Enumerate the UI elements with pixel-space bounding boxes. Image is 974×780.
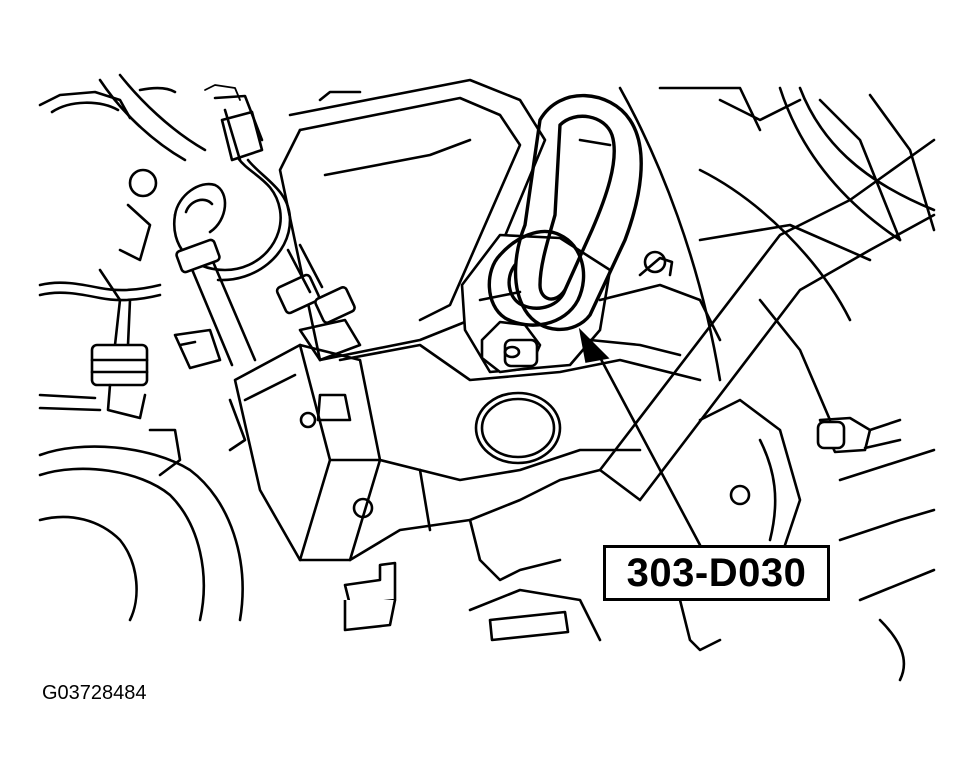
- lower-block-center: [468, 588, 602, 642]
- figure-id: G03728484: [42, 682, 147, 704]
- cylinder-head-casting: [338, 343, 702, 582]
- lifting-hook-chain-link: [487, 93, 643, 332]
- right-frame-structure: [588, 86, 936, 422]
- vertical-rod: [175, 238, 257, 367]
- mounting-bracket: [228, 343, 382, 562]
- left-wiring: [38, 268, 162, 347]
- tool-number-label: 303-D030: [603, 545, 830, 601]
- right-hose: [778, 86, 936, 242]
- lower-right-housing: [678, 398, 936, 682]
- left-pulley-housing: [38, 328, 244, 622]
- stud-and-nuts: [275, 243, 362, 422]
- diagonal-brace: [598, 138, 936, 502]
- callout-arrow: [578, 327, 702, 547]
- lower-block-left: [343, 561, 397, 632]
- right-fitting: [816, 416, 902, 454]
- heat-shield: [278, 78, 547, 362]
- left-fitting-nut: [38, 343, 149, 420]
- lifting-eye-bolt: [480, 320, 542, 374]
